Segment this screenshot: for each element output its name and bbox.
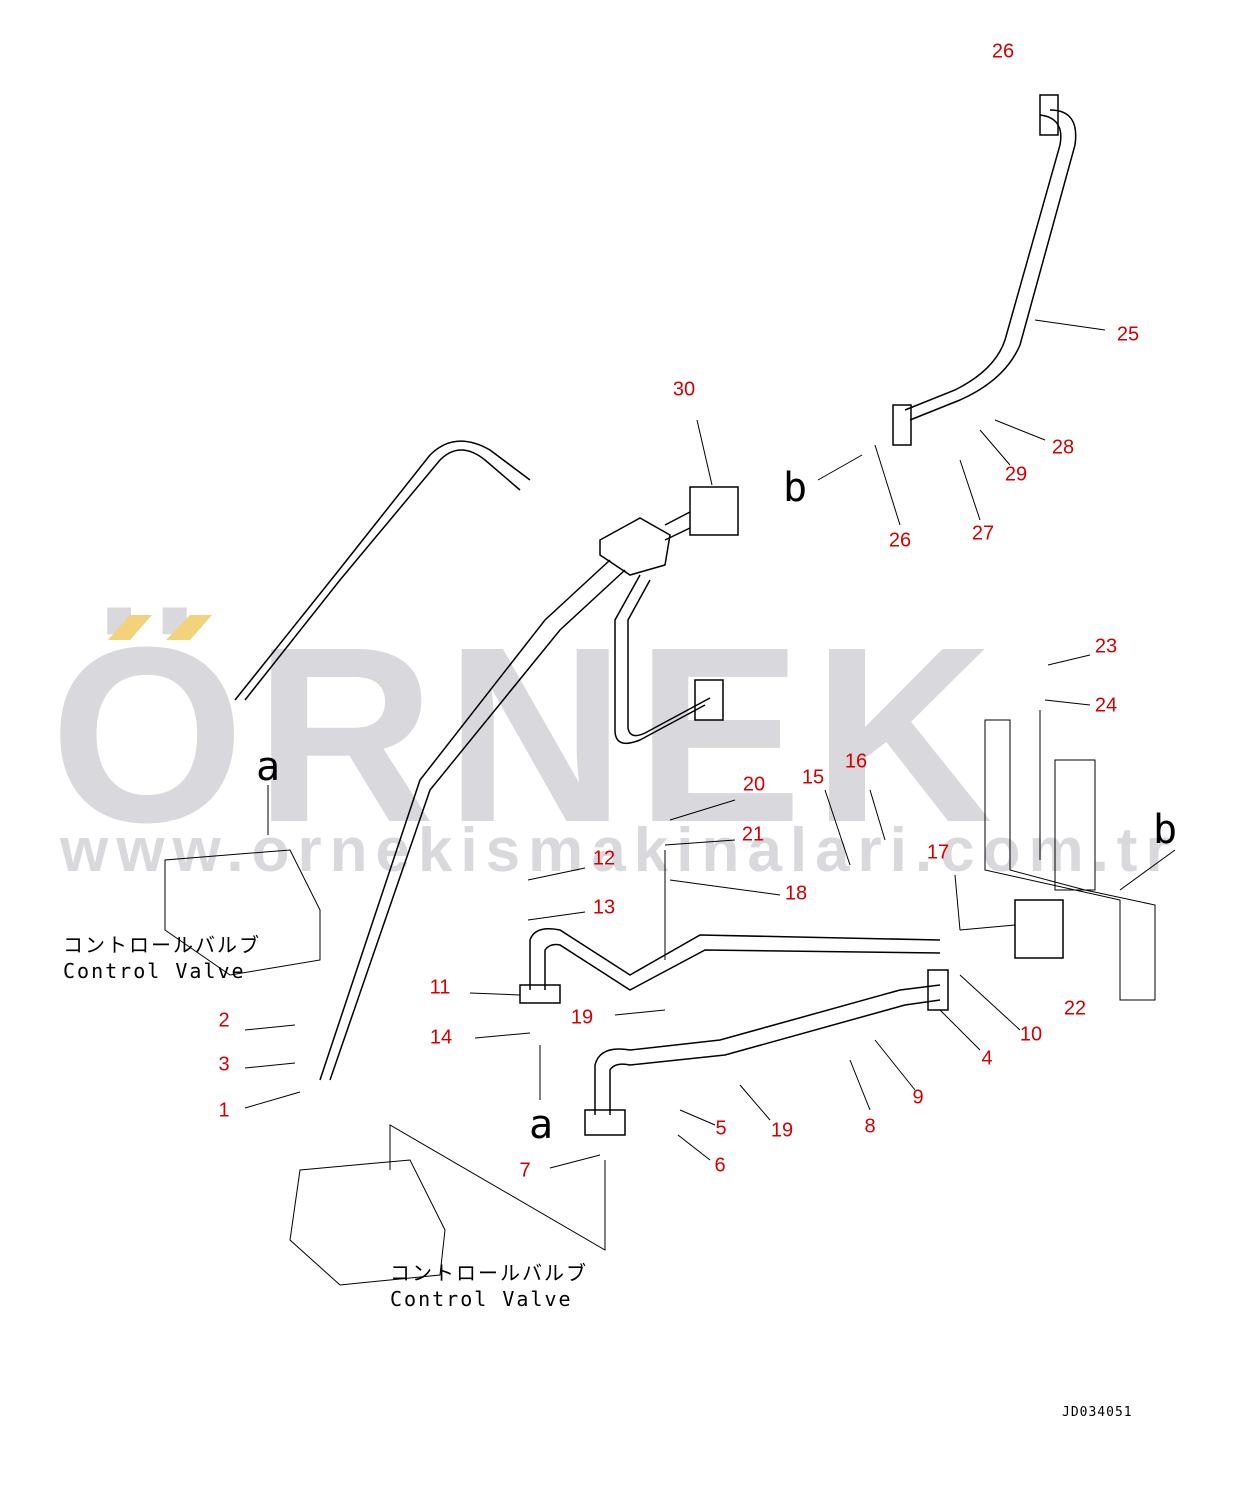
callout-29: 29: [1004, 463, 1028, 486]
callout-30: 30: [672, 378, 696, 401]
callout-19: 19: [770, 1119, 794, 1142]
callout-5: 5: [715, 1117, 727, 1140]
callout-6: 6: [714, 1154, 726, 1177]
callout-20: 20: [742, 773, 766, 796]
pipe-11: [519, 928, 941, 1004]
pipe-25: [892, 94, 1077, 446]
control-valve-bottom: [289, 1159, 446, 1286]
drawing-code: JD034051: [1062, 1405, 1133, 1420]
callout-14: 14: [429, 1026, 453, 1049]
callout-26: 26: [888, 529, 912, 552]
callout-11: 11: [429, 976, 451, 999]
pipe-30: [234, 440, 739, 1081]
callout-8: 8: [864, 1115, 876, 1138]
callout-1: 1: [218, 1099, 230, 1122]
pipe-4: [584, 969, 949, 1136]
callout-15: 15: [801, 766, 825, 789]
callout-21: 21: [741, 823, 765, 846]
callout-4: 4: [981, 1047, 993, 1070]
callout-28: 28: [1051, 436, 1075, 459]
callout-10: 10: [1019, 1023, 1043, 1046]
view-letter-b: b: [782, 465, 808, 511]
view-letter-b: b: [1152, 807, 1178, 853]
view-letter-a: a: [528, 1102, 554, 1148]
block-22: [1014, 899, 1064, 959]
bracket: [984, 719, 1156, 1001]
callout-9: 9: [912, 1086, 924, 1109]
control-valve-label: コントロールバルブ Control Valve: [63, 933, 261, 983]
view-letter-a: a: [255, 744, 281, 790]
callout-26: 26: [991, 40, 1015, 63]
callout-24: 24: [1094, 694, 1118, 717]
callout-2: 2: [218, 1009, 230, 1032]
callout-23: 23: [1094, 635, 1118, 658]
callout-13: 13: [592, 896, 616, 919]
callout-25: 25: [1116, 323, 1140, 346]
leader-lines: [244, 319, 1176, 1251]
callout-17: 17: [926, 841, 950, 864]
callout-22: 22: [1063, 997, 1087, 1020]
callout-27: 27: [971, 522, 995, 545]
callout-19: 19: [570, 1006, 594, 1029]
callout-16: 16: [844, 750, 868, 773]
callout-12: 12: [592, 847, 616, 870]
callout-7: 7: [519, 1159, 531, 1182]
watermark-accent: [108, 615, 152, 640]
control-valve-top: [164, 849, 321, 976]
control-valve-label: コントロールバルブ Control Valve: [390, 1261, 588, 1311]
watermark-accent: [166, 615, 212, 640]
callout-3: 3: [218, 1053, 230, 1076]
callout-18: 18: [784, 882, 808, 905]
